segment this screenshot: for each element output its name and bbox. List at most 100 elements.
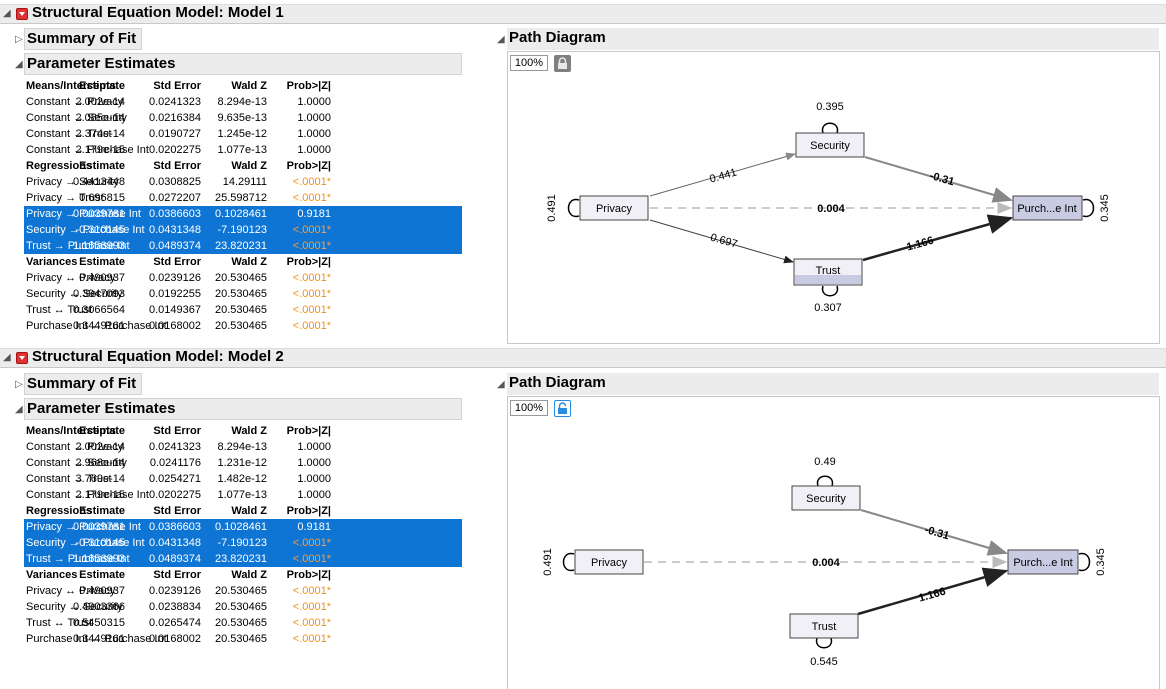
model2-params-disclosure-icon[interactable]: ◢ [15, 404, 23, 415]
model2-unlock-icon[interactable] [554, 400, 571, 417]
parameter-label: Constant → Purchase Int [26, 489, 149, 501]
estimate-cell: 0.696815 [79, 192, 125, 204]
model2-disclosure-icon[interactable]: ◢ [3, 352, 11, 363]
model1-parameter-estimates-header[interactable]: Parameter Estimates [24, 53, 462, 75]
model1-disclosure-icon[interactable]: ◢ [3, 8, 11, 19]
model1-edge-security-purchase[interactable] [864, 156, 1013, 203]
model1-edge-privacy-trust[interactable] [649, 219, 794, 264]
column-header[interactable]: Prob>|Z| [286, 256, 331, 268]
column-header[interactable]: Std Error [153, 80, 201, 92]
p-value-cell: 0.9181 [297, 521, 331, 533]
column-header[interactable]: Prob>|Z| [286, 425, 331, 437]
model2-node-purchase-label: Purch...e Int [1013, 557, 1072, 569]
column-header[interactable]: Wald Z [231, 160, 267, 172]
model2-node-purchase[interactable]: Purch...e Int [1007, 549, 1079, 575]
wald-z-cell: 1.077e-13 [217, 144, 267, 156]
model1-zoom-field[interactable]: 100% [510, 55, 548, 71]
model1-red-triangle-menu-icon[interactable] [16, 8, 28, 20]
column-header[interactable]: Prob>|Z| [286, 80, 331, 92]
model2-red-triangle-menu-icon[interactable] [16, 352, 28, 364]
model1-path-diagram-header[interactable]: Path Diagram [507, 28, 1159, 50]
model2-path-diagram-header[interactable]: Path Diagram [507, 373, 1159, 395]
column-header[interactable]: Std Error [153, 160, 201, 172]
model1-params-disclosure-icon[interactable]: ◢ [15, 59, 23, 70]
column-header[interactable]: Wald Z [231, 505, 267, 517]
column-header[interactable]: Wald Z [231, 569, 267, 581]
model2-zoom-field[interactable]: 100% [510, 400, 548, 416]
model1-path-disclosure-icon[interactable]: ◢ [497, 34, 505, 45]
model1-security-variance-loop [821, 122, 839, 134]
p-value-cell: 1.0000 [297, 489, 331, 501]
column-header[interactable]: Std Error [153, 425, 201, 437]
column-header[interactable]: Std Error [153, 256, 201, 268]
model2-edge-trust-purchase[interactable] [857, 567, 1009, 616]
parameter-label: Trust → Purchase Int [26, 240, 130, 252]
column-header[interactable]: Std Error [153, 569, 201, 581]
model2-title-bar [0, 348, 1166, 368]
std-error-cell: 0.0241176 [149, 457, 201, 469]
model2-edge-security-purchase[interactable] [860, 509, 1008, 556]
model2-node-trust[interactable]: Trust [789, 613, 859, 639]
column-header[interactable]: Estimate [79, 505, 125, 517]
model2-node-security[interactable]: Security [791, 485, 861, 511]
model1-node-trust[interactable]: Trust [793, 258, 863, 286]
p-value-cell: 1.0000 [297, 473, 331, 485]
column-header[interactable]: Estimate [79, 80, 125, 92]
model1-lock-icon[interactable] [554, 55, 571, 72]
model1-summary-of-fit-header[interactable]: Summary of Fit [24, 28, 142, 50]
model2-summary-of-fit-header[interactable]: Summary of Fit [24, 373, 142, 395]
column-header[interactable]: Prob>|Z| [286, 505, 331, 517]
model1-node-purchase[interactable]: Purch...e Int [1012, 195, 1083, 221]
column-header[interactable]: Wald Z [231, 425, 267, 437]
model1-node-security[interactable]: Security [795, 132, 865, 158]
column-header[interactable]: Wald Z [231, 80, 267, 92]
column-header[interactable]: Prob>|Z| [286, 160, 331, 172]
model1-privacy-variance-loop [567, 198, 580, 218]
model2-node-privacy[interactable]: Privacy [574, 549, 644, 575]
model1-edge-privacy-security[interactable] [649, 152, 796, 197]
p-value-cell: 1.0000 [297, 128, 331, 140]
wald-z-cell: 0.1028461 [215, 521, 267, 533]
column-header[interactable]: Estimate [79, 160, 125, 172]
column-header[interactable]: Wald Z [231, 256, 267, 268]
model1-node-privacy[interactable]: Privacy [579, 195, 649, 221]
column-header[interactable]: Estimate [79, 256, 125, 268]
model1-summary-disclosure-icon[interactable]: ▷ [15, 34, 23, 45]
model1-edge-trust-purchase[interactable] [862, 214, 1014, 262]
column-header[interactable]: Estimate [79, 425, 125, 437]
column-header[interactable]: Prob>|Z| [286, 569, 331, 581]
model1-path-label-privacy-purchase: 0.004 [817, 203, 845, 215]
model2-parameter-estimates-header[interactable]: Parameter Estimates [24, 398, 462, 420]
model2-summary-disclosure-icon[interactable]: ▷ [15, 379, 23, 390]
parameter-label: Constant → Purchase Int [26, 144, 149, 156]
model2-path-disclosure-icon[interactable]: ◢ [497, 379, 505, 390]
column-header[interactable]: Estimate [79, 569, 125, 581]
column-header[interactable]: Std Error [153, 505, 201, 517]
